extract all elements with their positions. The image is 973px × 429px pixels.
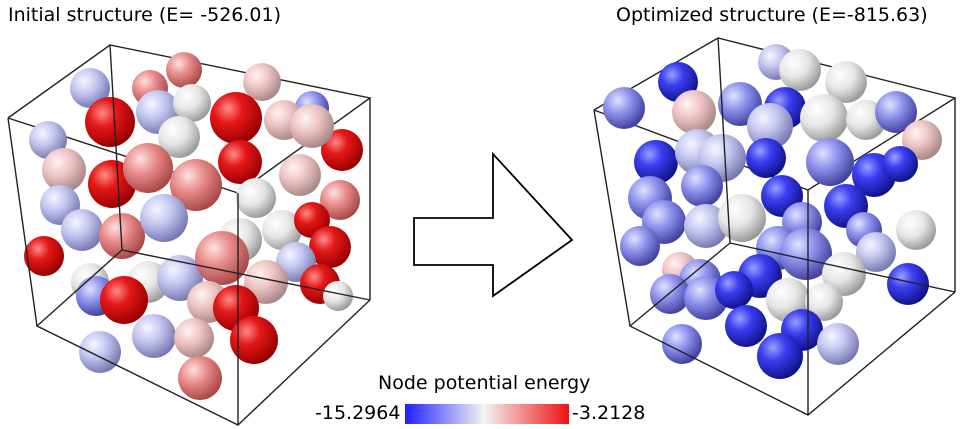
legend-min-label: -15.2964	[315, 402, 401, 424]
legend-color-bar	[405, 404, 569, 424]
optimized-structure-spheres	[603, 44, 942, 379]
initial-structure-title: Initial structure (E= -526.01)	[8, 4, 282, 26]
optimized-cube-frame-front	[593, 37, 956, 416]
transition-arrow	[413, 151, 574, 298]
optimized-structure-title: Optimized structure (E=-815.63)	[616, 4, 928, 26]
initial-cube-frame-front	[7, 44, 371, 426]
initial-structure-spheres	[24, 52, 363, 400]
legend-title: Node potential energy	[378, 372, 591, 394]
legend-max-label: -3.2128	[572, 402, 646, 424]
